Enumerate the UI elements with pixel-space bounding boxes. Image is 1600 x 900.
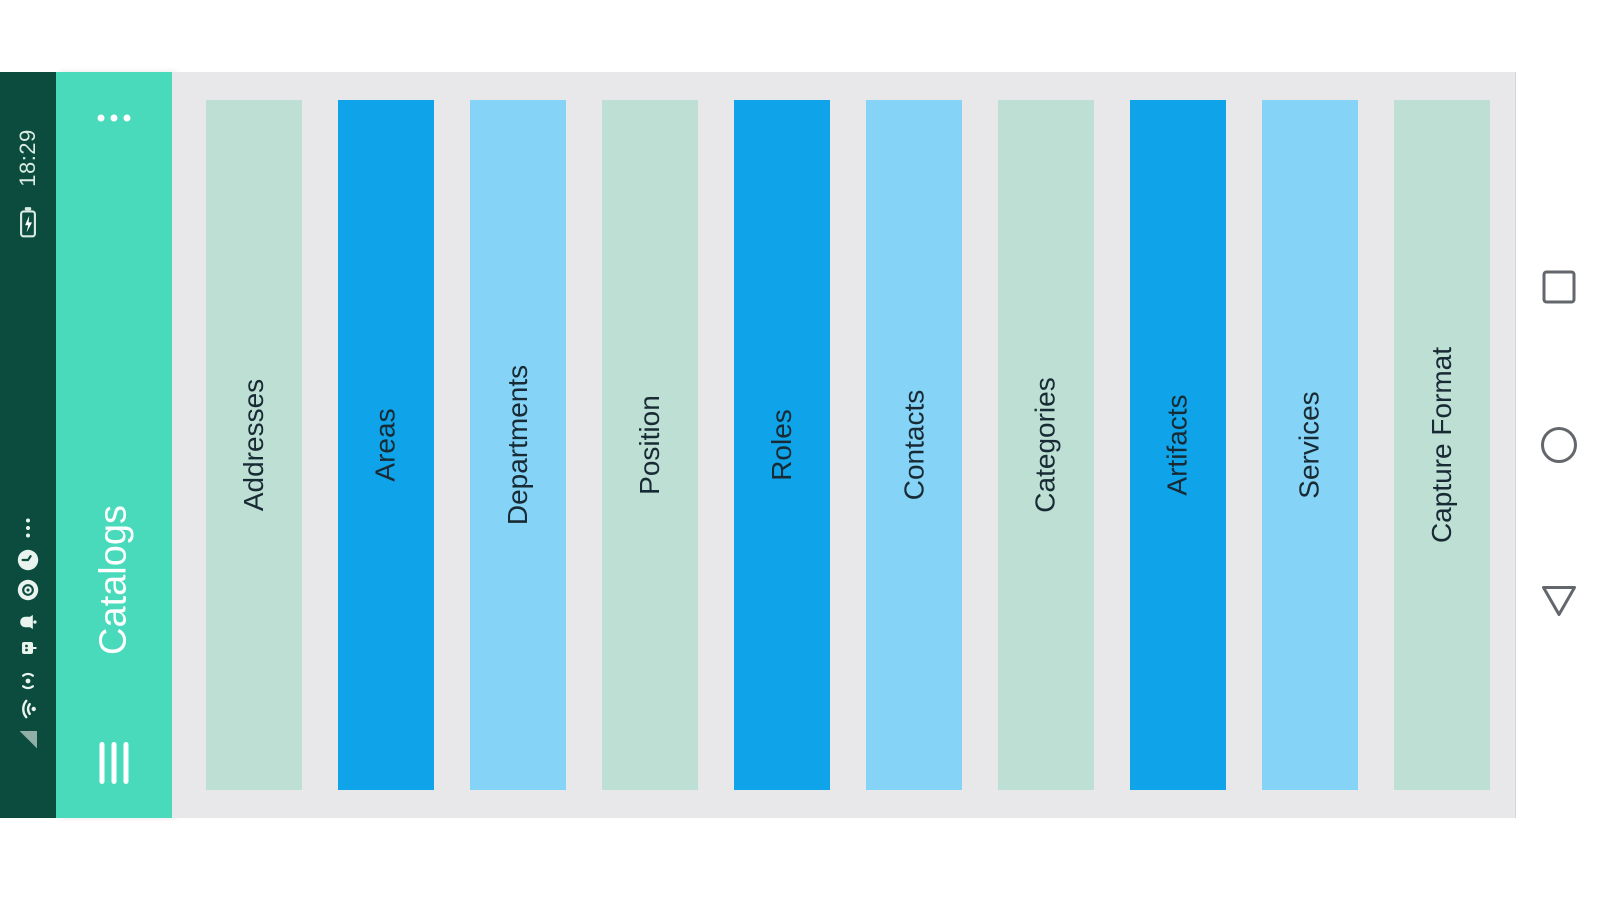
list-item-departments[interactable]: Departments: [470, 100, 566, 790]
back-button[interactable]: [1540, 584, 1578, 618]
list-item-areas[interactable]: Areas: [338, 100, 434, 790]
phone-screen: 18:29: [0, 72, 1600, 818]
list-item-label: Roles: [766, 409, 797, 481]
notification-clock-icon: [16, 548, 40, 572]
navigation-bar: [1517, 72, 1600, 818]
hamburger-menu-icon[interactable]: [94, 736, 135, 790]
list-item-label: Capture Format: [1426, 346, 1458, 544]
overflow-menu-icon[interactable]: [92, 109, 137, 128]
list-item-label: Artifacts: [1162, 394, 1194, 496]
list-item-label: Addresses: [238, 378, 270, 512]
status-more-icon: [20, 517, 36, 539]
list-item-label: Services: [1294, 391, 1325, 499]
home-button[interactable]: [1540, 426, 1578, 464]
list-item-label: Position: [634, 395, 665, 495]
list-item-addresses[interactable]: Addresses: [206, 100, 302, 790]
list-item-services[interactable]: Services: [1262, 100, 1358, 790]
list-item-capture-format[interactable]: Capture Format: [1394, 100, 1490, 790]
notification-app-icon: [16, 578, 40, 602]
app-bar: Catalogs: [56, 72, 172, 818]
list-item-label: Contacts: [898, 389, 929, 501]
bell-icon: [18, 612, 39, 633]
list-item-artifacts[interactable]: Artifacts: [1130, 100, 1226, 790]
list-item-label: Departments: [502, 364, 534, 526]
clock-text: 18:29: [15, 129, 40, 187]
catalog-list: Addresses Areas Departments Position Rol…: [172, 72, 1516, 818]
page-title: Catalogs: [92, 505, 135, 655]
status-bar: 18:29: [0, 72, 56, 818]
battery-charging-icon: [17, 205, 39, 239]
list-item-label: Categories: [1030, 377, 1061, 513]
wifi-icon: [17, 698, 39, 720]
list-item-position[interactable]: Position: [602, 100, 698, 790]
list-item-label: Areas: [370, 408, 401, 482]
list-item-contacts[interactable]: Contacts: [866, 100, 962, 790]
recents-button[interactable]: [1542, 270, 1576, 304]
usb-plug-icon: [18, 638, 38, 658]
list-item-categories[interactable]: Categories: [998, 100, 1094, 790]
cellular-signal-icon: [16, 728, 40, 752]
hotspot-icon: [17, 670, 39, 692]
list-item-roles[interactable]: Roles: [734, 100, 830, 790]
